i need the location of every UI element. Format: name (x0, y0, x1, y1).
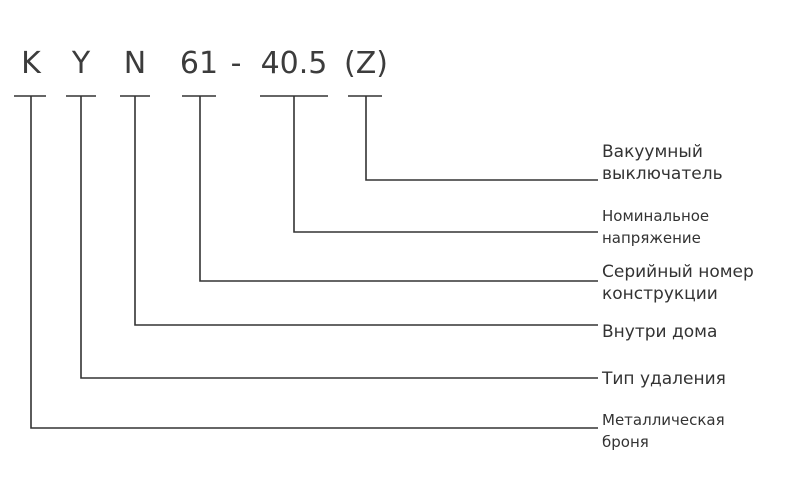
code-part-voltage: 40.5 (260, 46, 328, 81)
label-breaker-line2: выключатель (602, 164, 723, 184)
leader-y (80, 96, 598, 379)
label-series-line2: конструкции (602, 284, 718, 304)
label-breaker: Вакуумный выключатель (602, 141, 723, 185)
label-voltage-line1: Номинальное (602, 207, 710, 225)
code-part-dash: - (230, 46, 242, 81)
label-y: Тип удаления (602, 368, 726, 390)
label-voltage-line2: напряжение (602, 229, 701, 247)
code-part-n: N (123, 46, 147, 81)
leader-n (134, 96, 598, 326)
label-breaker-line1: Вакуумный (602, 142, 703, 162)
label-series-line1: Серийный номер (602, 262, 754, 282)
label-n: Внутри дома (602, 321, 717, 343)
label-y-line1: Тип удаления (602, 369, 726, 389)
leader-voltage (293, 96, 598, 233)
leader-breaker (365, 96, 598, 181)
label-k: Металлическая броня (602, 409, 725, 453)
code-part-series: 61 (179, 46, 219, 81)
code-part-k: K (21, 46, 41, 81)
label-n-line1: Внутри дома (602, 322, 718, 342)
label-k-line2: броня (602, 433, 649, 451)
code-part-breaker: (Z) (344, 46, 388, 81)
leader-k (30, 96, 598, 429)
leader-series (199, 96, 598, 282)
label-voltage: Номинальное напряжение (602, 205, 709, 249)
code-part-y: Y (71, 46, 91, 81)
label-k-line1: Металлическая (602, 411, 725, 429)
label-series: Серийный номер конструкции (602, 261, 754, 305)
